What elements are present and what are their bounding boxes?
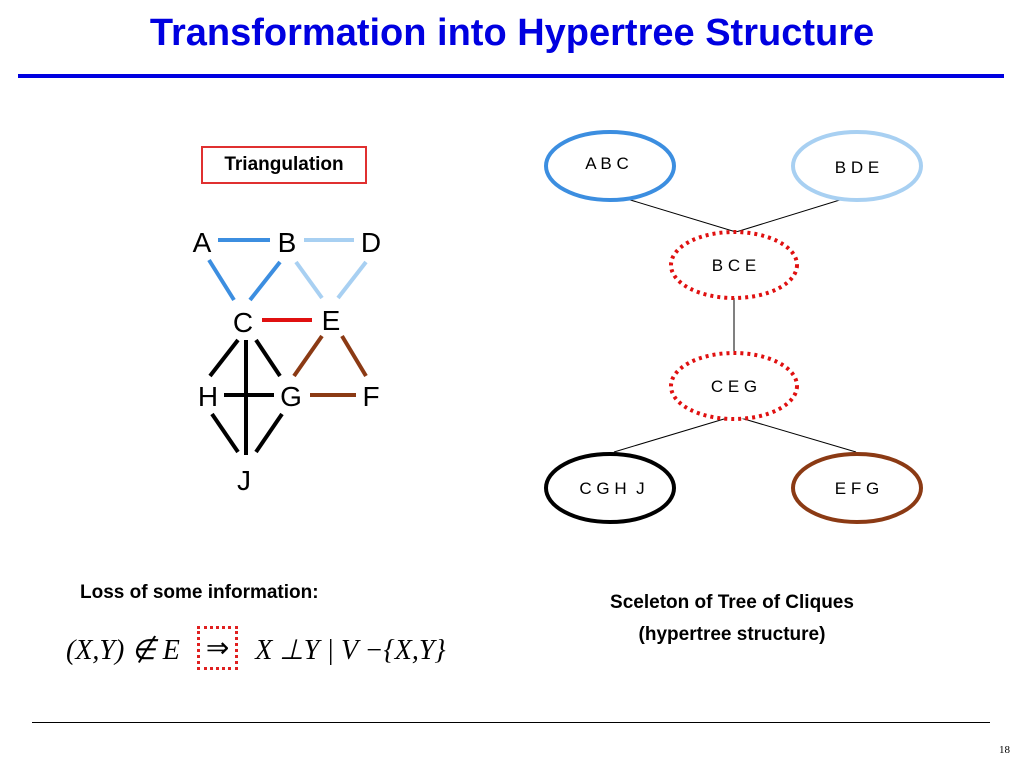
clique-label-EFG: E F G bbox=[835, 479, 879, 498]
edge-E-F bbox=[340, 334, 368, 378]
edge-B-C bbox=[248, 260, 282, 302]
edge-C-H bbox=[208, 338, 240, 378]
clique-label-BCE: B C E bbox=[712, 256, 756, 275]
caption-line-1: Sceleton of Tree of Cliques bbox=[610, 592, 854, 613]
clique-label-CEG: C E G bbox=[711, 377, 757, 396]
edge-D-E bbox=[336, 260, 368, 300]
node-E: E bbox=[322, 305, 341, 336]
tree-edge-CEG-CGHJ bbox=[613, 415, 735, 453]
node-G: G bbox=[280, 381, 302, 412]
formula-right: X ⊥Y | V −{X,Y} bbox=[255, 635, 446, 666]
clique-label-BDE: B D E bbox=[835, 158, 879, 177]
graph: A B D C E H G F J bbox=[193, 227, 381, 496]
tree-edge-BDE-BCE bbox=[735, 194, 857, 233]
edge-B-E bbox=[294, 260, 324, 300]
edge-E-G bbox=[292, 334, 324, 378]
caption-line-2: (hypertree structure) bbox=[638, 624, 826, 645]
footer-divider bbox=[32, 722, 990, 723]
edge-C-G bbox=[254, 338, 282, 378]
clique-label-CGHJ: C G H J bbox=[579, 479, 644, 498]
tree-edge-ABC-BCE bbox=[613, 194, 737, 233]
tree-edge-CEG-EFG bbox=[733, 415, 857, 453]
triangulation-label-box: Triangulation bbox=[201, 146, 367, 184]
node-A: A bbox=[193, 227, 212, 258]
implies-arrow-icon: ⇒ bbox=[205, 633, 230, 664]
node-J: J bbox=[237, 465, 251, 496]
clique-tree: A B C B D E B C E C E G C G H J E F G bbox=[544, 130, 923, 524]
edge-G-J bbox=[254, 412, 284, 454]
edge-H-J bbox=[210, 412, 240, 454]
implies-arrow-box: ⇒ bbox=[196, 626, 239, 670]
page-number: 18 bbox=[999, 744, 1010, 756]
clique-CGHJ bbox=[544, 452, 676, 524]
node-B: B bbox=[278, 227, 297, 258]
edge-A-C bbox=[207, 258, 236, 302]
clique-CEG bbox=[669, 351, 799, 421]
clique-ABC bbox=[544, 130, 676, 202]
node-F: F bbox=[362, 381, 379, 412]
clique-label-ABC: A B C bbox=[585, 154, 628, 173]
independence-formula: (X,Y) ∉ E ⇒ X ⊥Y | V −{X,Y} bbox=[66, 626, 446, 672]
formula-left: (X,Y) ∉ E bbox=[66, 635, 180, 666]
clique-BDE bbox=[791, 130, 923, 202]
triangulation-label: Triangulation bbox=[224, 154, 344, 175]
title-underline bbox=[18, 74, 1004, 78]
clique-BCE bbox=[669, 230, 799, 300]
node-H: H bbox=[198, 381, 218, 412]
loss-of-information-text: Loss of some information: bbox=[80, 582, 319, 603]
clique-EFG bbox=[791, 452, 923, 524]
node-D: D bbox=[361, 227, 381, 258]
node-C: C bbox=[233, 307, 253, 338]
slide-title: Transformation into Hypertree Structure bbox=[149, 12, 875, 54]
